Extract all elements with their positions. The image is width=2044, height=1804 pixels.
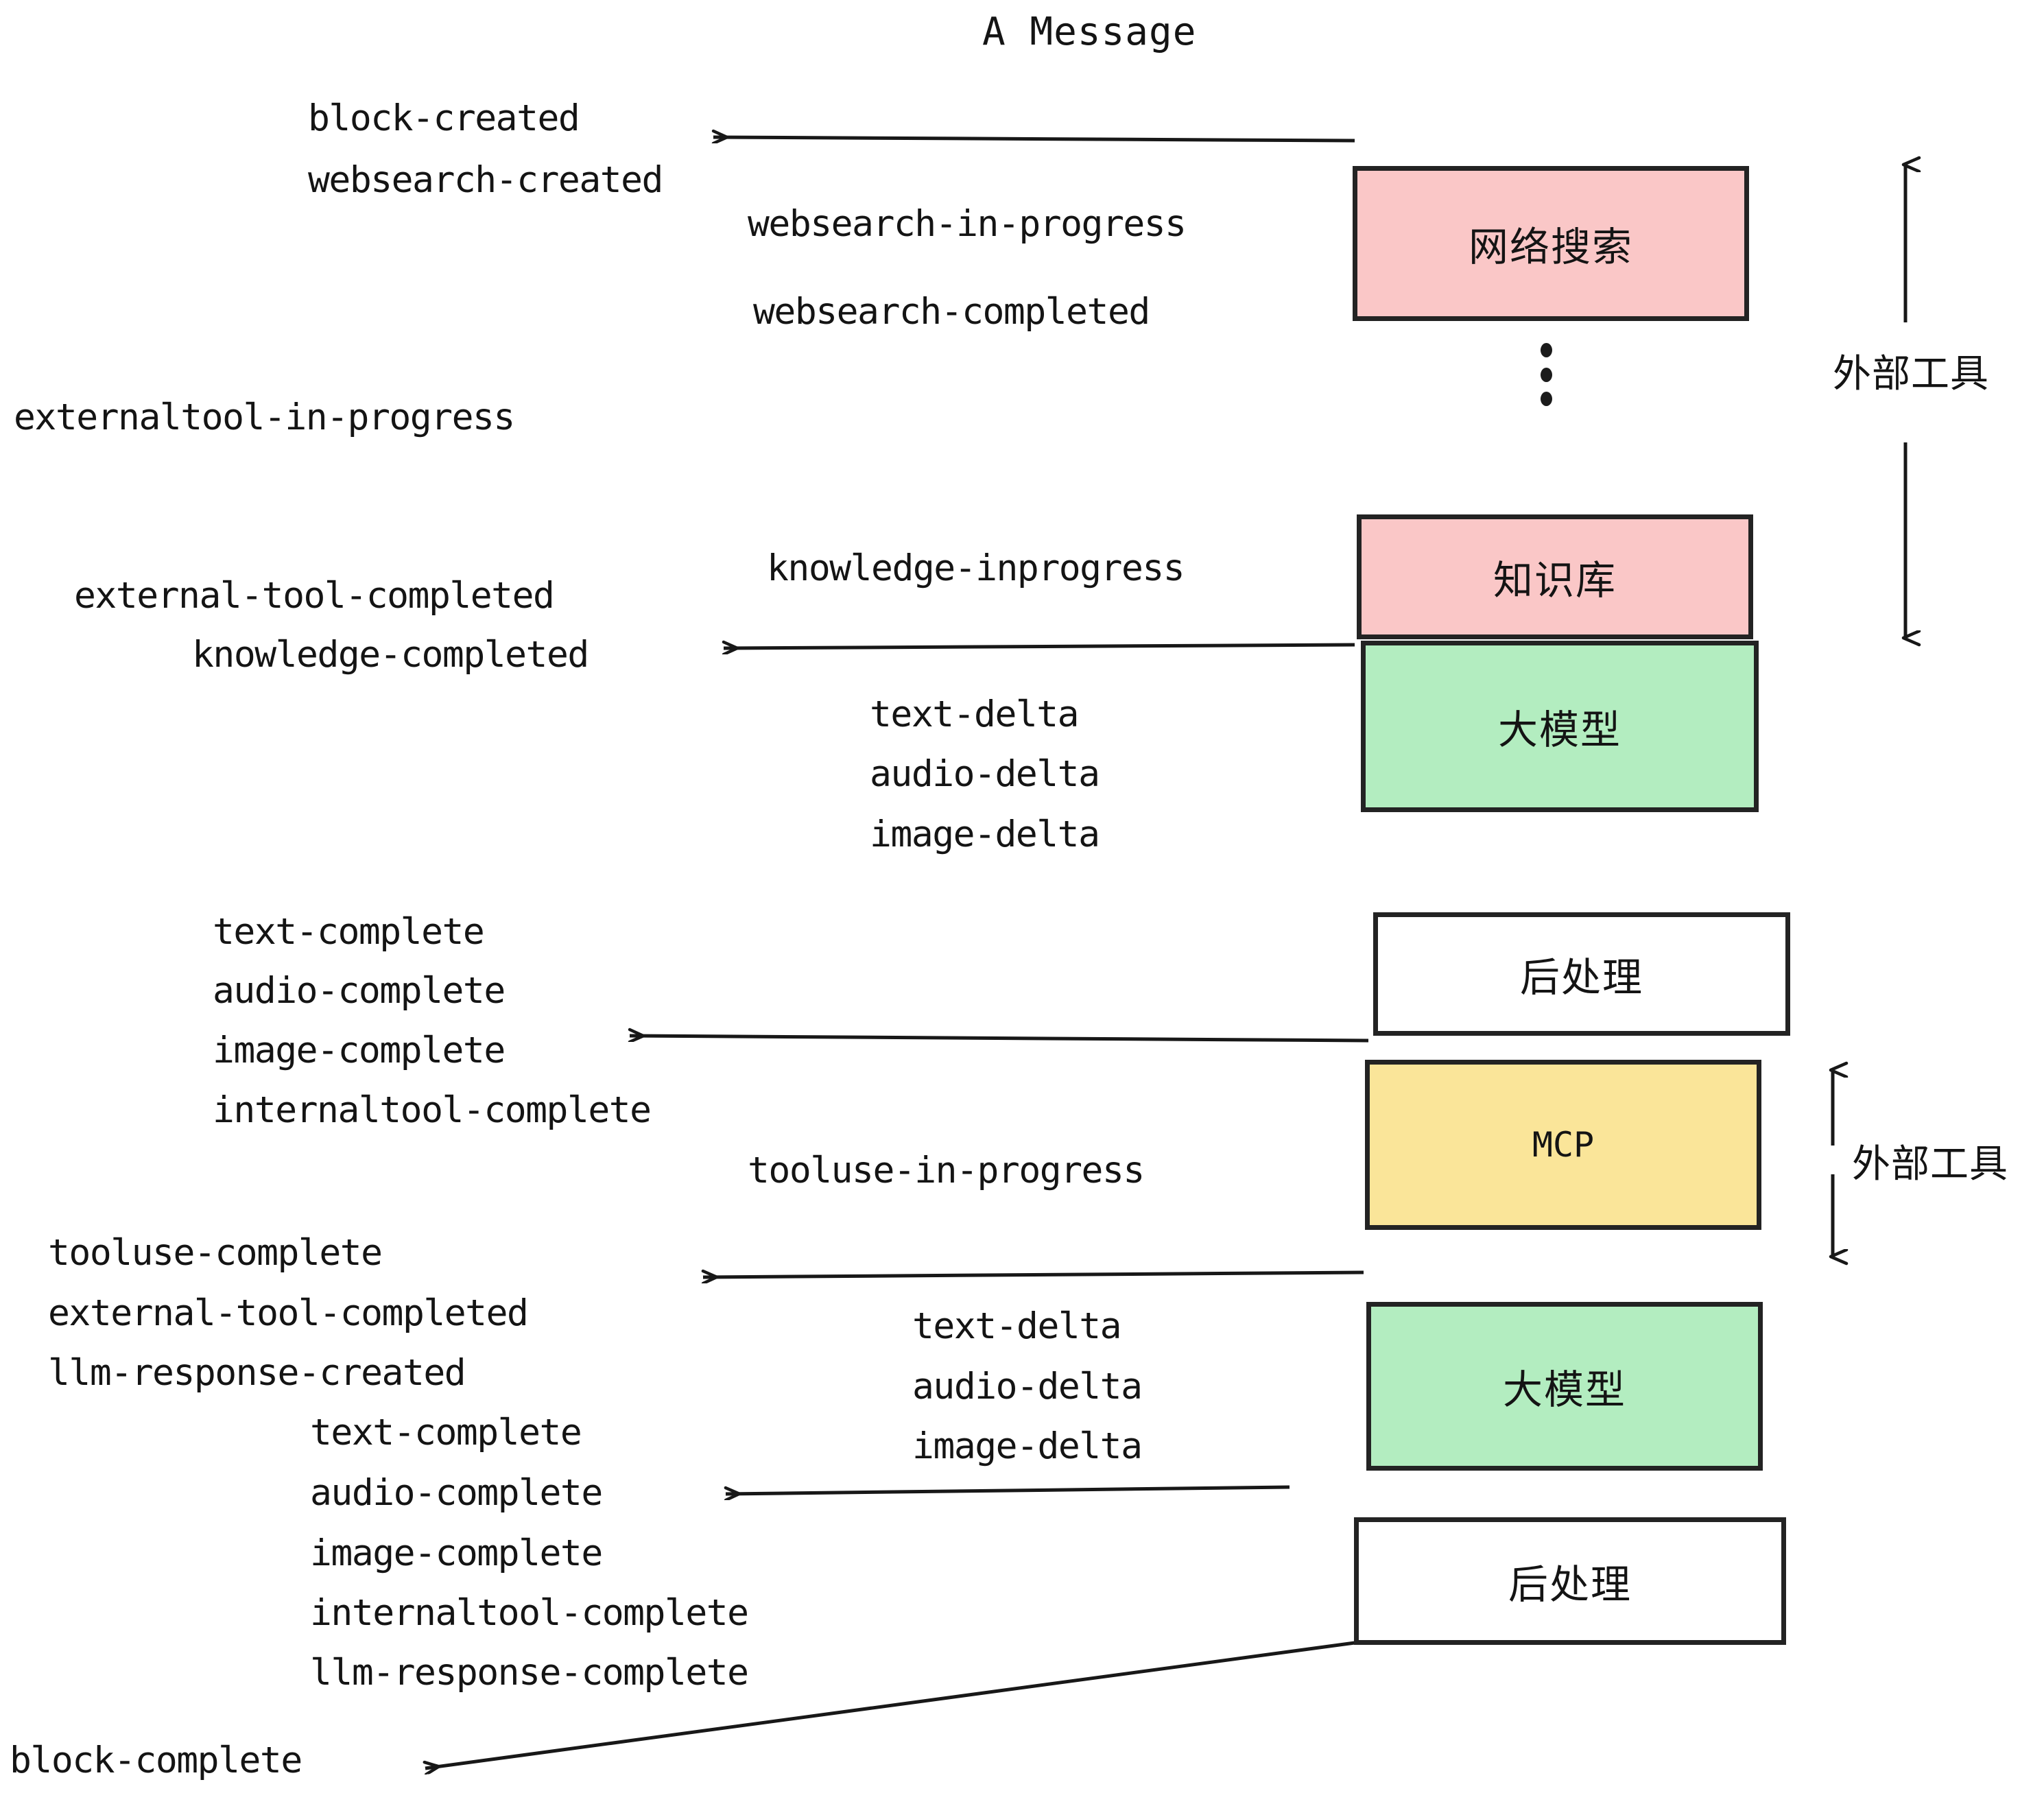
node-llm-second-label: 大模型 [1502,1366,1626,1413]
event-text-delta-second: text-delta [912,1305,1122,1347]
event-text-complete-second: text-complete [310,1412,582,1453]
event-audio-complete-second: audio-complete [310,1472,603,1514]
node-mcp-label: MCP [1532,1125,1595,1165]
side-label-external-tools-top: 外部工具 [1833,352,1989,396]
event-knowledge-completed: knowledge-completed [192,634,589,676]
event-internaltool-complete-first: internaltool-complete [213,1089,652,1131]
side-label-external-tools-bottom: 外部工具 [1852,1142,2008,1187]
event-external-tool-completed-second: external-tool-completed [48,1292,529,1334]
node-websearch-label: 网络搜索 [1468,224,1633,270]
event-llm-response-complete: llm-response-complete [310,1652,749,1694]
node-websearch[interactable]: 网络搜索 [1353,166,1749,321]
event-external-tool-completed-first: external-tool-completed [74,575,555,617]
node-llm-first-label: 大模型 [1497,707,1621,753]
node-llm-first[interactable]: 大模型 [1361,641,1759,812]
node-postprocess-first-label: 后处理 [1519,954,1643,1001]
event-block-created: block-created [308,97,580,139]
node-knowledge-base[interactable]: 知识库 [1357,514,1753,639]
diagram-title: A Message [982,10,1197,54]
event-websearch-created: websearch-created [308,159,663,201]
arrow-llm2-to-audio-complete [726,1485,1290,1494]
event-image-complete-second: image-complete [310,1532,603,1574]
event-websearch-in-progress: websearch-in-progress [748,203,1187,245]
node-postprocess-second-label: 后处理 [1508,1561,1632,1608]
event-audio-delta-second: audio-delta [912,1366,1143,1408]
event-externaltool-in-progress: externaltool-in-progress [14,396,515,438]
vertical-ellipsis-icon [1540,343,1552,406]
arrow-websearch-to-created [713,137,1355,141]
arrow-mcp-to-tooluse-complete [703,1272,1364,1277]
node-postprocess-second[interactable]: 后处理 [1354,1517,1786,1645]
event-text-delta-first: text-delta [870,693,1080,735]
event-tooluse-complete: tooluse-complete [48,1232,383,1274]
event-knowledge-inprogress: knowledge-inprogress [767,547,1185,589]
event-audio-delta-first: audio-delta [870,753,1100,795]
node-postprocess-first[interactable]: 后处理 [1373,912,1790,1036]
node-llm-second[interactable]: 大模型 [1366,1302,1763,1471]
event-image-delta-first: image-delta [870,814,1100,855]
event-websearch-completed: websearch-completed [753,291,1150,333]
arrow-postproc-to-image-complete [630,1036,1369,1043]
event-audio-complete-first: audio-complete [213,970,506,1012]
node-knowledge-base-label: 知识库 [1493,557,1617,604]
event-block-complete: block-complete [10,1740,302,1781]
arrow-knowledge-to-completed [724,645,1355,648]
event-text-complete-first: text-complete [213,911,485,953]
node-mcp[interactable]: MCP [1365,1060,1761,1230]
event-internaltool-complete-second: internaltool-complete [310,1592,749,1634]
event-tooluse-in-progress: tooluse-in-progress [748,1150,1145,1191]
event-image-complete-first: image-complete [213,1030,506,1071]
event-image-delta-second: image-delta [912,1425,1143,1467]
event-llm-response-created: llm-response-created [48,1352,466,1394]
